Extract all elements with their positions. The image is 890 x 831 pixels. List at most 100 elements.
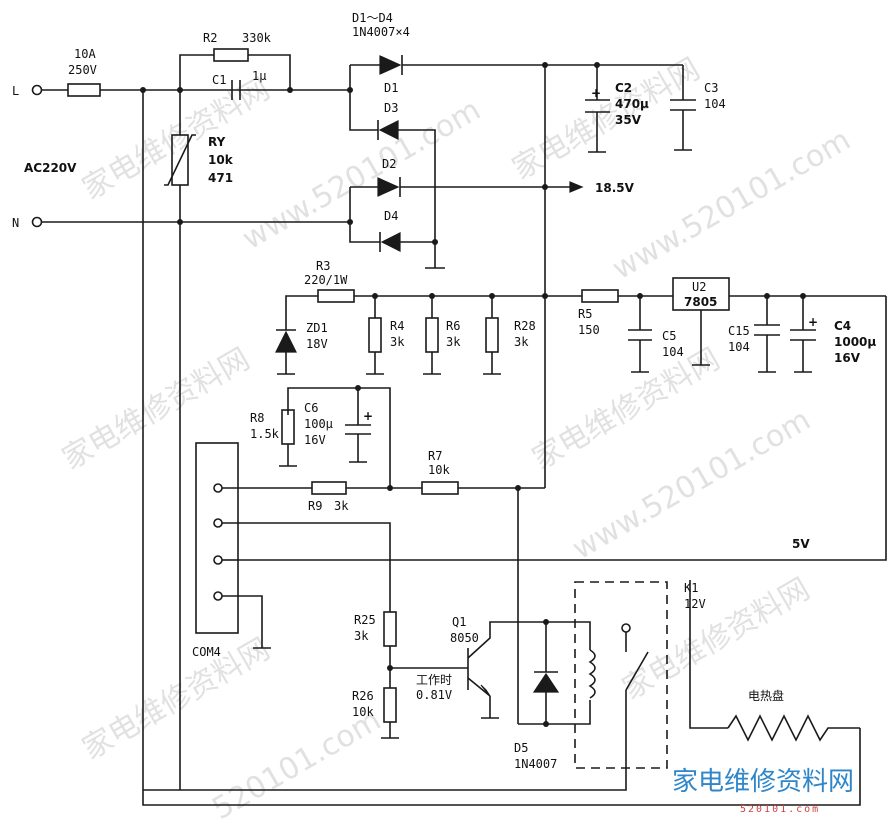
d4-label: D4 bbox=[384, 209, 398, 223]
r8-value: 1.5k bbox=[250, 427, 280, 441]
r2-name: R2 bbox=[203, 31, 217, 45]
connector-pin-4 bbox=[213, 591, 223, 601]
terminal-l bbox=[31, 84, 43, 96]
r9-value: 3k bbox=[334, 499, 349, 513]
c2-name: C2 bbox=[615, 81, 632, 95]
watermark-text: 家电维修资料网 bbox=[77, 72, 276, 207]
bridge-range: D1～D4 bbox=[352, 11, 393, 25]
c4-value: 1000μ bbox=[834, 335, 876, 349]
r7-value: 10k bbox=[428, 463, 450, 477]
c5-name: C5 bbox=[662, 329, 676, 343]
c2-voltage: 35V bbox=[615, 113, 642, 127]
r28-value: 3k bbox=[514, 335, 529, 349]
resistor-r7 bbox=[421, 481, 459, 495]
bridge-rectifier: D1～D4 1N4007×4 D1 D3 18.5V D2 D4 bbox=[290, 11, 635, 269]
terminal-l-label: L bbox=[12, 84, 19, 98]
d1-label: D1 bbox=[384, 81, 398, 95]
c6-name: C6 bbox=[304, 401, 318, 415]
connector-body bbox=[195, 442, 239, 634]
d2-label: D2 bbox=[382, 157, 396, 171]
r25-name: R25 bbox=[354, 613, 376, 627]
r8-c6-network: R8 1.5k + C6 100μ 16V bbox=[250, 385, 391, 488]
varistor-value: 10k bbox=[208, 153, 234, 167]
c6-value: 100μ bbox=[304, 417, 333, 431]
connector-pin-1 bbox=[213, 483, 223, 493]
r5-value: 150 bbox=[578, 323, 600, 337]
diode-d5 bbox=[532, 672, 560, 693]
d3-label: D3 bbox=[384, 101, 398, 115]
resistor-r6 bbox=[425, 317, 439, 353]
resistor-r3 bbox=[317, 289, 355, 303]
resistor-r8 bbox=[281, 409, 295, 445]
q1-name: Q1 bbox=[452, 615, 466, 629]
relay-contact bbox=[621, 623, 631, 633]
connector-pin-3 bbox=[213, 555, 223, 565]
k1-value: 12V bbox=[684, 597, 706, 611]
r4-value: 3k bbox=[390, 335, 405, 349]
svg-text:+: + bbox=[591, 86, 601, 100]
relay-switch bbox=[625, 651, 649, 691]
resistor-r9 bbox=[311, 481, 347, 495]
c2-value: 470μ bbox=[615, 97, 649, 111]
terminal-n bbox=[31, 216, 43, 228]
watermark-text: 家电维修资料网 bbox=[507, 52, 706, 187]
watermark-text: www.520101.com bbox=[607, 122, 857, 287]
regulator-section: R5 150 C5 104 U2 7805 C15 104 + C4 1000μ… bbox=[238, 277, 887, 561]
varistor-name: RY bbox=[208, 135, 226, 149]
watermark-text: www.520101.com bbox=[237, 92, 487, 257]
watermark-text: 家电维修资料网 bbox=[57, 342, 256, 477]
r2-value: 330k bbox=[242, 31, 272, 45]
rail-185-label: 18.5V bbox=[595, 181, 635, 195]
c6-voltage: 16V bbox=[304, 433, 326, 447]
fuse-rating: 10A bbox=[74, 47, 96, 61]
terminal-n-label: N bbox=[12, 216, 19, 230]
resistor-r2 bbox=[213, 48, 249, 62]
r25-value: 3k bbox=[354, 629, 369, 643]
zd1-name: ZD1 bbox=[306, 321, 328, 335]
resistor-r5 bbox=[581, 289, 619, 303]
heater-label: 电热盘 bbox=[748, 688, 784, 703]
r4-name: R4 bbox=[390, 319, 404, 333]
d5-name: D5 bbox=[514, 741, 528, 755]
resistor-r4 bbox=[368, 317, 382, 353]
driver-stage: R25 3k R26 10k Q1 8050 工作时 0.81V bbox=[352, 611, 518, 739]
r7-name: R7 bbox=[428, 449, 442, 463]
watermark-text: 家电维修资料网 bbox=[77, 632, 276, 767]
r28-name: R28 bbox=[514, 319, 536, 333]
connector-label: COM4 bbox=[192, 645, 221, 659]
c5-value: 104 bbox=[662, 345, 684, 359]
connector-pin-2 bbox=[213, 518, 223, 528]
dc-filter: + C2 470μ 35V C3 104 bbox=[542, 62, 726, 488]
r6-name: R6 bbox=[446, 319, 460, 333]
svg-text:+: + bbox=[363, 409, 373, 423]
r9-name: R9 bbox=[308, 499, 322, 513]
mains-label: AC220V bbox=[24, 161, 77, 175]
u2-part: 7805 bbox=[684, 295, 717, 309]
relay-section: D5 1N4007 K1 12V bbox=[143, 488, 728, 791]
heater-element: 电热盘 bbox=[727, 688, 860, 742]
heater-coil bbox=[727, 714, 860, 742]
c1-value: 1μ bbox=[252, 69, 266, 83]
diode-d4 bbox=[380, 232, 401, 252]
r5-name: R5 bbox=[578, 307, 592, 321]
svg-text:+: + bbox=[808, 315, 818, 329]
varistor-code: 471 bbox=[208, 171, 233, 185]
c1-name: C1 bbox=[212, 73, 226, 87]
zener-section: R3 220/1W ZD1 18V R4 3k R6 3k R28 3k bbox=[275, 259, 582, 375]
c15-name: C15 bbox=[728, 324, 750, 338]
watermark-text: 520101.com bbox=[207, 703, 387, 827]
zd1-value: 18V bbox=[306, 337, 328, 351]
r8-name: R8 bbox=[250, 411, 264, 425]
watermark-logo: 家电维修资料网 520101.com bbox=[672, 767, 854, 815]
r26-value: 10k bbox=[352, 705, 374, 719]
resistor-r26 bbox=[383, 687, 397, 723]
r3-name: R3 bbox=[316, 259, 330, 273]
watermark-text: 家电维修资料网 bbox=[527, 342, 726, 477]
relay-coil bbox=[588, 649, 596, 699]
q1-part: 8050 bbox=[450, 631, 479, 645]
r26-name: R26 bbox=[352, 689, 374, 703]
fuse-voltage: 250V bbox=[68, 63, 97, 77]
connector-com4: COM4 R9 3k R7 10k bbox=[192, 442, 545, 659]
watermark-logo-url: 520101.com bbox=[740, 804, 820, 815]
